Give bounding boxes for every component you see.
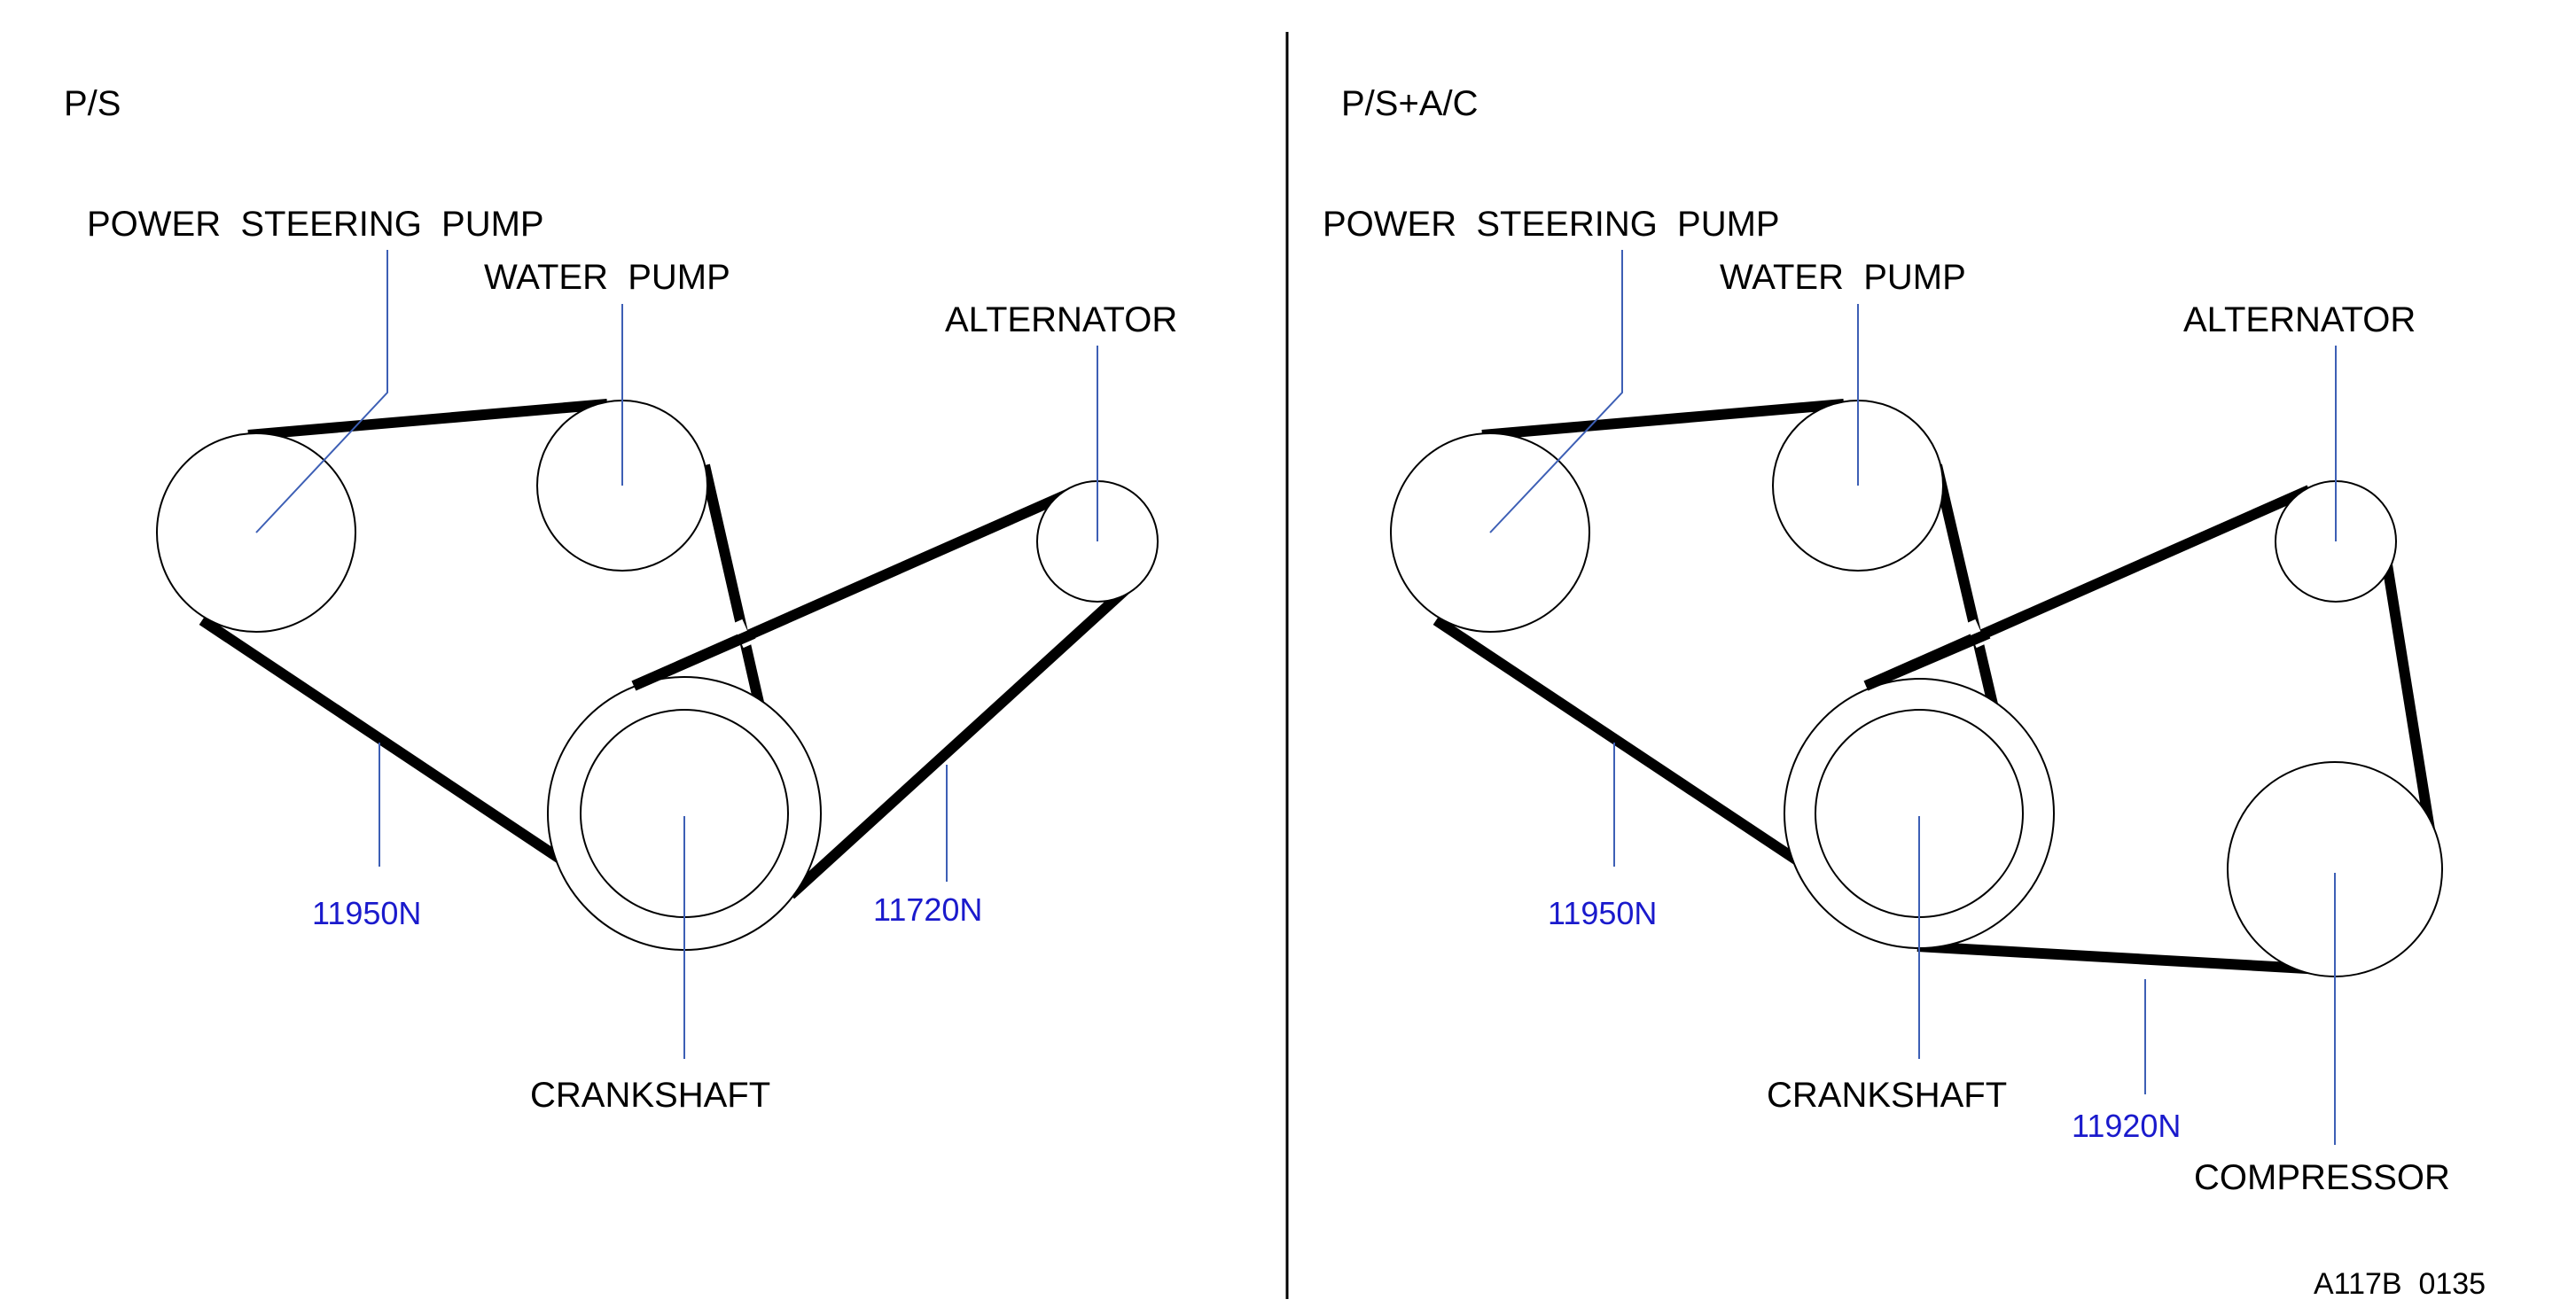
tension-value-right: 11720N bbox=[873, 891, 982, 928]
panel-psac: P/S+A/C POWER STEERING PUMP WATER PUMP A… bbox=[1323, 84, 2450, 1197]
belt-alt-to-compressor bbox=[2377, 536, 2438, 847]
tension-value-left-ac: 11950N bbox=[1548, 895, 1657, 931]
label-alternator-ac: ALTERNATOR bbox=[2183, 300, 2416, 339]
figure-code: A117B 0135 bbox=[2314, 1267, 2486, 1301]
label-power-steering-pump: POWER STEERING PUMP bbox=[87, 205, 544, 244]
belt-ps-to-wp bbox=[247, 399, 608, 440]
belt-alt-to-crank-ac-top bbox=[1863, 628, 1991, 691]
belt-ps-to-wp-ac bbox=[1481, 399, 1845, 440]
leader-power-steering-pump-ac bbox=[1489, 250, 1623, 533]
label-crankshaft: CRANKSHAFT bbox=[530, 1076, 770, 1115]
panel-title-ps: P/S bbox=[64, 84, 121, 123]
panel-title-psac: P/S+A/C bbox=[1341, 84, 1479, 123]
leader-power-steering-pump bbox=[255, 250, 388, 533]
belt-compressor-to-crank bbox=[1916, 941, 2323, 975]
tension-value-left: 11950N bbox=[312, 895, 421, 931]
tension-value-bottom-ac: 11920N bbox=[2072, 1108, 2181, 1144]
panel-ps: P/S POWER STEERING PUMP WATER PUMP ALTER… bbox=[64, 84, 1177, 1115]
belt-ps-to-crank-ac bbox=[1432, 616, 1837, 889]
belt-alt-to-crank-upper-top bbox=[631, 628, 756, 691]
label-water-pump-ac: WATER PUMP bbox=[1720, 258, 1966, 297]
belt-alt-to-crank-lower bbox=[786, 579, 1137, 899]
label-water-pump: WATER PUMP bbox=[484, 258, 730, 297]
label-compressor: COMPRESSOR bbox=[2194, 1158, 2450, 1197]
label-crankshaft-ac: CRANKSHAFT bbox=[1767, 1076, 2007, 1115]
label-power-steering-pump-ac: POWER STEERING PUMP bbox=[1323, 205, 1780, 244]
label-alternator: ALTERNATOR bbox=[945, 300, 1177, 339]
belt-ps-to-crank bbox=[199, 616, 602, 889]
